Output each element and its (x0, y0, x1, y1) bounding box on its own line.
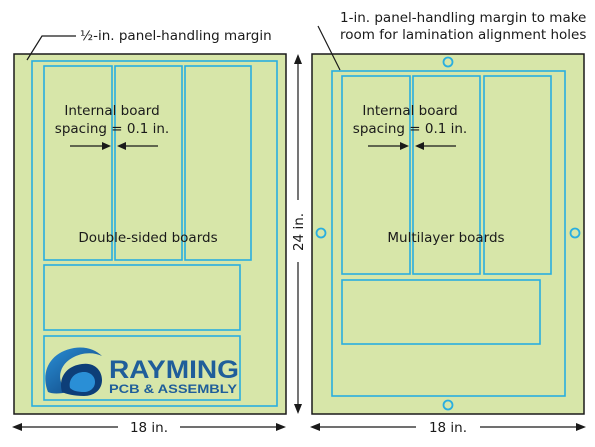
alignment-hole-bottom (442, 399, 454, 411)
left-board-1 (43, 65, 113, 261)
right-margin-callout-line2: room for lamination alignment holes (340, 27, 586, 43)
left-margin-callout: ½-in. panel-handling margin (26, 28, 272, 61)
left-board-4 (43, 264, 241, 331)
right-panel-outline (311, 53, 585, 415)
alignment-hole-right (569, 227, 581, 239)
right-margin-callout: 1-in. panel-handling margin to make room… (317, 10, 586, 71)
right-width-label: 18 in. (429, 420, 467, 436)
rayming-logo: RAYMING PCB & ASSEMBLY (45, 347, 239, 396)
right-width-dimension: 18 in. (310, 420, 586, 436)
right-spacing-label-line2: spacing = 0.1 in. (353, 121, 467, 137)
left-width-dimension: 18 in. (12, 420, 286, 436)
right-board-4 (341, 279, 541, 345)
logo-swoosh-icon (45, 347, 102, 394)
right-boards-label: Multilayer boards (387, 230, 504, 246)
alignment-hole-left (315, 227, 327, 239)
left-panel: Internal board spacing = 0.1 in. Double-… (13, 53, 287, 415)
logo-name: RAYMING (109, 356, 239, 384)
left-margin-callout-text: ½-in. panel-handling margin (80, 28, 272, 44)
right-spacing-arrows (368, 142, 456, 150)
right-margin-callout-line1: 1-in. panel-handling margin to make (340, 10, 586, 26)
right-board-3 (483, 75, 552, 275)
left-board-5 (43, 335, 241, 401)
left-spacing-arrows (70, 142, 158, 150)
alignment-hole-top (442, 56, 454, 68)
logo-tagline: PCB & ASSEMBLY (109, 384, 237, 396)
right-board-1 (341, 75, 411, 275)
right-spacing-label-line1: Internal board (362, 103, 457, 119)
left-board-3 (184, 65, 252, 261)
height-label: 24 in. (291, 213, 307, 251)
left-handling-margin-line (31, 60, 278, 407)
left-boards-label: Double-sided boards (78, 230, 217, 246)
height-dimension: 24 in. (291, 54, 307, 414)
right-handling-margin-line (331, 70, 566, 397)
left-spacing-label-line2: spacing = 0.1 in. (55, 121, 169, 137)
left-width-label: 18 in. (130, 420, 168, 436)
left-spacing-label-line1: Internal board (64, 103, 159, 119)
right-panel: Internal board spacing = 0.1 in. Multila… (311, 53, 585, 415)
right-board-2 (412, 75, 481, 275)
left-board-2 (114, 65, 183, 261)
